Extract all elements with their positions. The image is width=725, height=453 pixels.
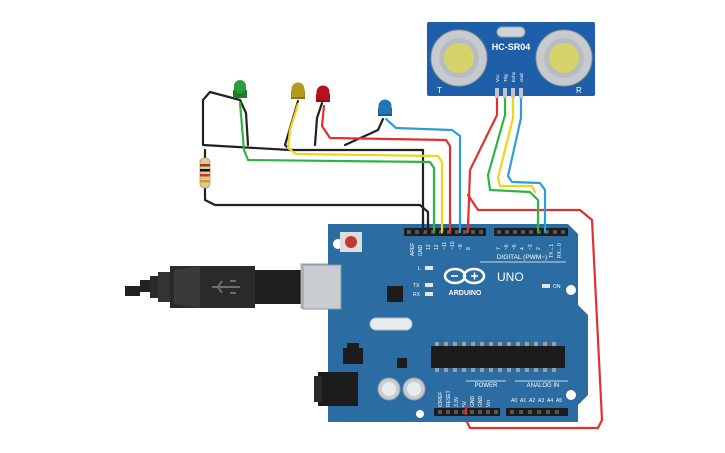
sensor-pin-labels: Vcc Trig Echo Gnd: [495, 71, 524, 82]
atmega-chip: [431, 342, 565, 372]
led-label-tx: TX: [413, 283, 420, 289]
pin-label-2: 2: [536, 247, 542, 250]
pin-label-a4: A4: [547, 398, 553, 404]
sensor-pin-echo: Echo: [511, 71, 516, 82]
pin-label-a1: A1: [520, 398, 526, 404]
pin-label-aref: AREF: [410, 243, 416, 256]
usb-symbol-icon: [212, 280, 240, 294]
pin-label-7: 7: [496, 247, 502, 250]
wire-black-led-green: [238, 98, 250, 147]
analog-section-label: ANALOG IN: [527, 383, 560, 389]
led-label-l: L: [418, 266, 421, 272]
led-yellow: [291, 82, 305, 99]
board-usb-port: [302, 264, 342, 310]
wire-blue-gnd: [506, 96, 547, 230]
led-label-rx: RX: [413, 292, 421, 298]
sensor-crystal: [496, 26, 526, 38]
sensor-pin-gnd: Gnd: [519, 73, 524, 82]
arduino-logo-icon: [443, 267, 486, 285]
board-brand-label: ARDUINO: [449, 290, 482, 297]
sensor-pin-vcc: Vcc: [495, 74, 500, 82]
pin-label-tx1: TX→1: [549, 244, 555, 258]
wires: [201, 90, 604, 430]
wire-black-ground-bus: [201, 90, 425, 230]
pin-label-10: ~10: [450, 241, 456, 250]
wire-red-vcc-loop: [464, 193, 604, 430]
wire-green-trig: [486, 96, 540, 230]
wire-black-led-blue: [343, 117, 385, 147]
sensor-side-left: T: [437, 86, 442, 95]
wire-red-vcc: [466, 96, 499, 230]
status-leds: L TX RX ON: [413, 266, 561, 298]
pin-label-a5: A5: [556, 398, 562, 404]
pin-label-a2: A2: [529, 398, 535, 404]
pin-label-9: ~9: [458, 244, 464, 250]
wire-black-resistor: [203, 186, 430, 230]
pin-label-gnd-1: GND: [470, 396, 476, 408]
pin-label-gnd-2: GND: [478, 396, 484, 408]
digital-section-label: DIGITAL (PWM~): [497, 254, 547, 261]
wire-yellow-pin12: [286, 102, 444, 230]
pin-label-13: 13: [426, 244, 432, 250]
digital-pin-labels: AREF GND 13 12 ~11 ~10 ~9 8 7 ~6 ~5 4 ~3…: [410, 241, 563, 258]
capacitors: [377, 377, 426, 401]
board-pcb: [328, 224, 588, 422]
pin-label-5v: 5V: [462, 400, 468, 407]
led-blue: [378, 99, 392, 116]
pin-label-a0: A0: [511, 398, 517, 404]
pin-label-reset: RESET: [446, 390, 452, 407]
reset-button: [340, 232, 362, 252]
crystal-oscillator: [369, 317, 413, 331]
sensor-pin-trig: Trig: [503, 74, 508, 82]
led-red: [316, 85, 330, 102]
ultrasonic-sensor: HC-SR04 T R Vcc Trig Echo Gnd: [427, 22, 595, 98]
leds: [233, 80, 392, 116]
resistor: [199, 157, 211, 189]
analog-pin-labels: A0 A1 A2 A3 A4 A5: [511, 398, 562, 404]
wire-green-pin13: [238, 101, 436, 230]
power-pin-labels: IOREF RESET 3.3V 5V GND GND Vin: [438, 390, 492, 407]
pin-label-3: ~3: [528, 244, 534, 250]
pin-label-5: ~5: [512, 244, 518, 250]
pin-label-4: 4: [520, 247, 526, 250]
wire-yellow-echo: [496, 96, 537, 194]
sensor-model-label: HC-SR04: [492, 42, 531, 52]
wire-pin-ends: [421, 218, 547, 416]
pin-label-3v3: 3.3V: [454, 396, 460, 407]
dc-power-jack: [318, 372, 358, 406]
sensor-side-right: R: [576, 86, 582, 95]
power-section-label: POWER: [475, 383, 498, 389]
wire-black-led-red: [313, 101, 324, 147]
arduino-board: AREF GND 13 12 ~11 ~10 ~9 8 7 ~6 ~5 4 ~3…: [302, 224, 588, 422]
pin-label-a3: A3: [538, 398, 544, 404]
pin-label-vin: Vin: [486, 400, 492, 407]
pin-label-gnd: GND: [418, 245, 424, 257]
board-model-label: UNO: [497, 270, 524, 284]
wire-blue-pin10: [384, 117, 462, 230]
pin-label-6: ~6: [504, 244, 510, 250]
pin-label-ioref: IOREF: [438, 392, 444, 407]
wire-red-pin11: [320, 104, 452, 230]
led-green: [233, 80, 247, 98]
usb-chip: [387, 286, 403, 302]
pin-label-8: 8: [466, 247, 472, 250]
pin-label-11: ~11: [442, 242, 448, 250]
voltage-regulator: [343, 348, 363, 364]
pin-label-rx0: RX←0: [557, 243, 563, 258]
led-label-on: ON: [553, 284, 561, 290]
pin-label-12: 12: [434, 244, 440, 250]
